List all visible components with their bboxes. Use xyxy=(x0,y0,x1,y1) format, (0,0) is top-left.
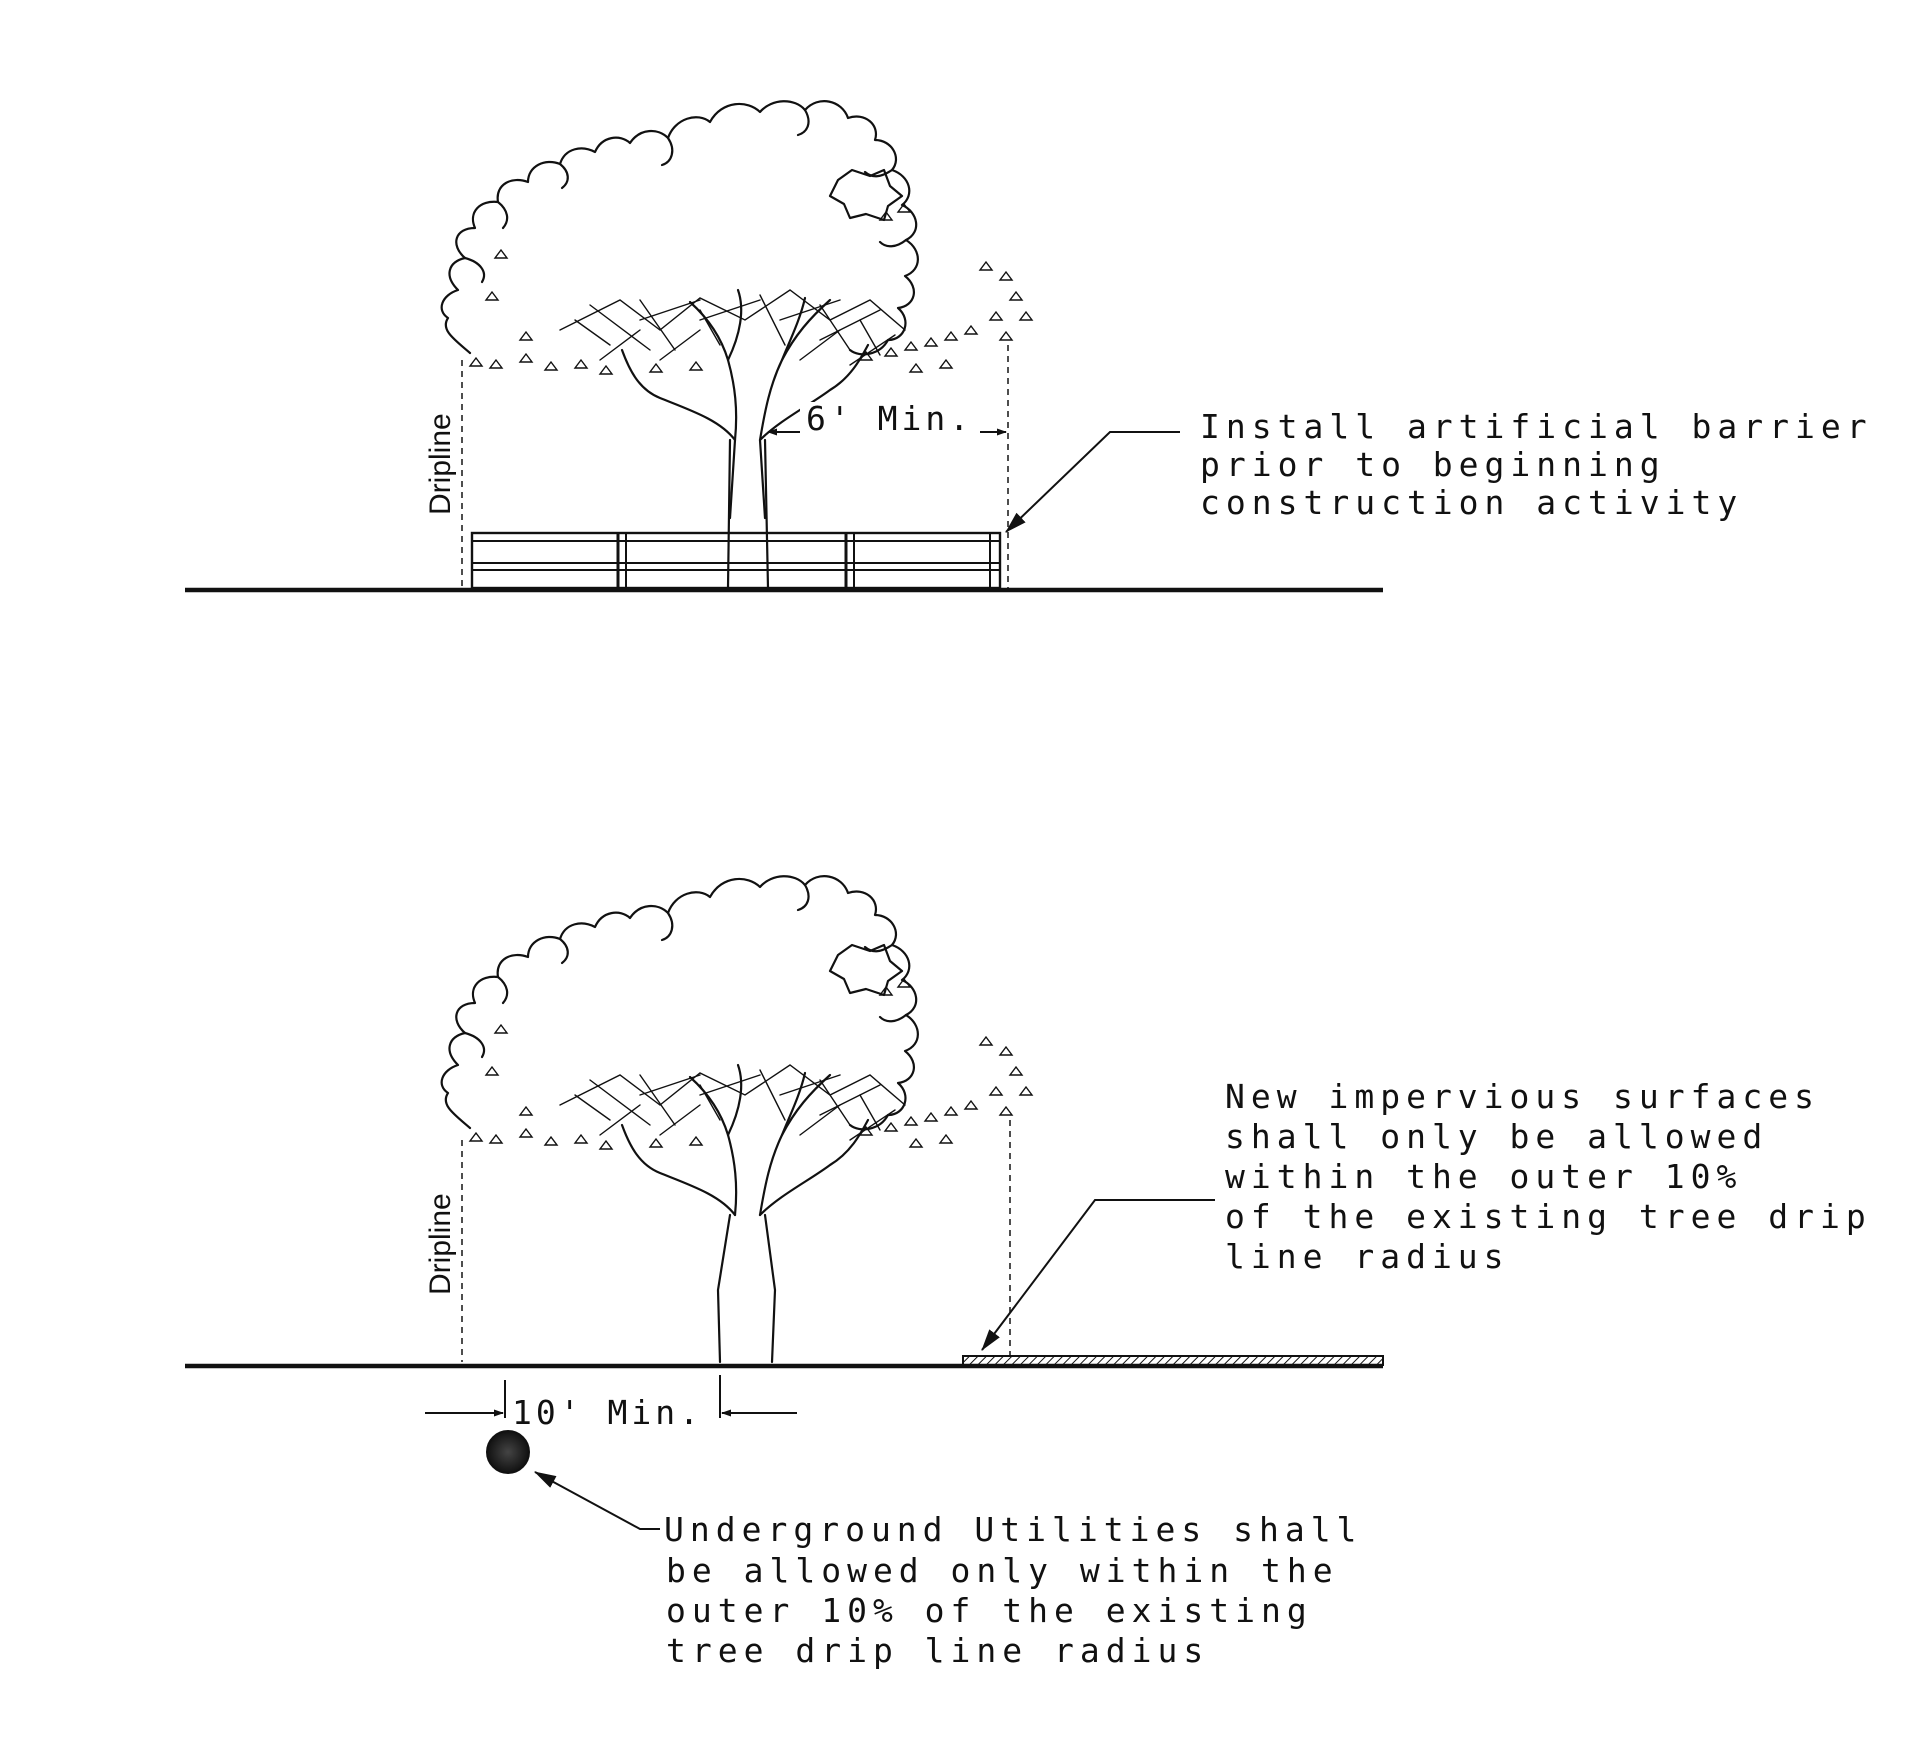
surface-note-line-5: line radius xyxy=(1225,1237,1510,1276)
utility-leader-line xyxy=(534,1471,660,1530)
barrier-note-line-2: prior to beginning xyxy=(1200,445,1666,484)
utility-note: Underground Utilities shall be allowed o… xyxy=(664,1510,1362,1670)
surface-note: New impervious surfaces shall only be al… xyxy=(1225,1077,1872,1276)
leaf-texture xyxy=(468,202,1034,375)
surface-note-line-1: New impervious surfaces xyxy=(1225,1077,1820,1116)
surface-note-line-4: of the existing tree drip xyxy=(1225,1197,1872,1236)
surface-note-line-2: shall only be allowed xyxy=(1225,1117,1768,1156)
tree-canopy-outline xyxy=(440,100,919,356)
barrier-note-line-3: construction activity xyxy=(1200,483,1743,522)
utility-note-line-4: tree drip line radius xyxy=(666,1631,1209,1670)
tree-trunk-bottom xyxy=(716,1213,777,1364)
top-panel: Dripline 6' Min. Install artificial barr… xyxy=(185,100,1873,593)
dripline-label: Dripline xyxy=(424,413,457,515)
surface-note-line-3: within the outer 10% xyxy=(1225,1157,1742,1196)
barrier-leader-line xyxy=(1005,431,1180,533)
dripline-label-bottom: Dripline xyxy=(424,1193,457,1295)
dimension-label-6ft: 6' Min. xyxy=(806,399,973,438)
barrier-note: Install artificial barrier prior to begi… xyxy=(1200,407,1873,522)
utility-note-line-3: outer 10% of the existing xyxy=(666,1591,1313,1630)
underground-utility-symbol xyxy=(486,1430,530,1474)
surface-leader-line xyxy=(981,1199,1215,1351)
utility-note-line-1: Underground Utilities shall xyxy=(664,1510,1362,1549)
tree-illustration xyxy=(440,100,1034,520)
bottom-panel: Dripline New impervious surfaces shall o… xyxy=(185,875,1872,1670)
barrier-note-line-1: Install artificial barrier xyxy=(1200,407,1873,446)
impervious-surface-strip xyxy=(962,1355,1384,1366)
dimension-label-10ft: 10' Min. xyxy=(512,1393,703,1432)
utility-note-line-2: be allowed only within the xyxy=(666,1551,1339,1590)
dimension-10ft: 10' Min. xyxy=(425,1375,797,1432)
tree-illustration-bottom xyxy=(440,875,1034,1217)
artificial-barrier-fence xyxy=(470,531,1002,590)
